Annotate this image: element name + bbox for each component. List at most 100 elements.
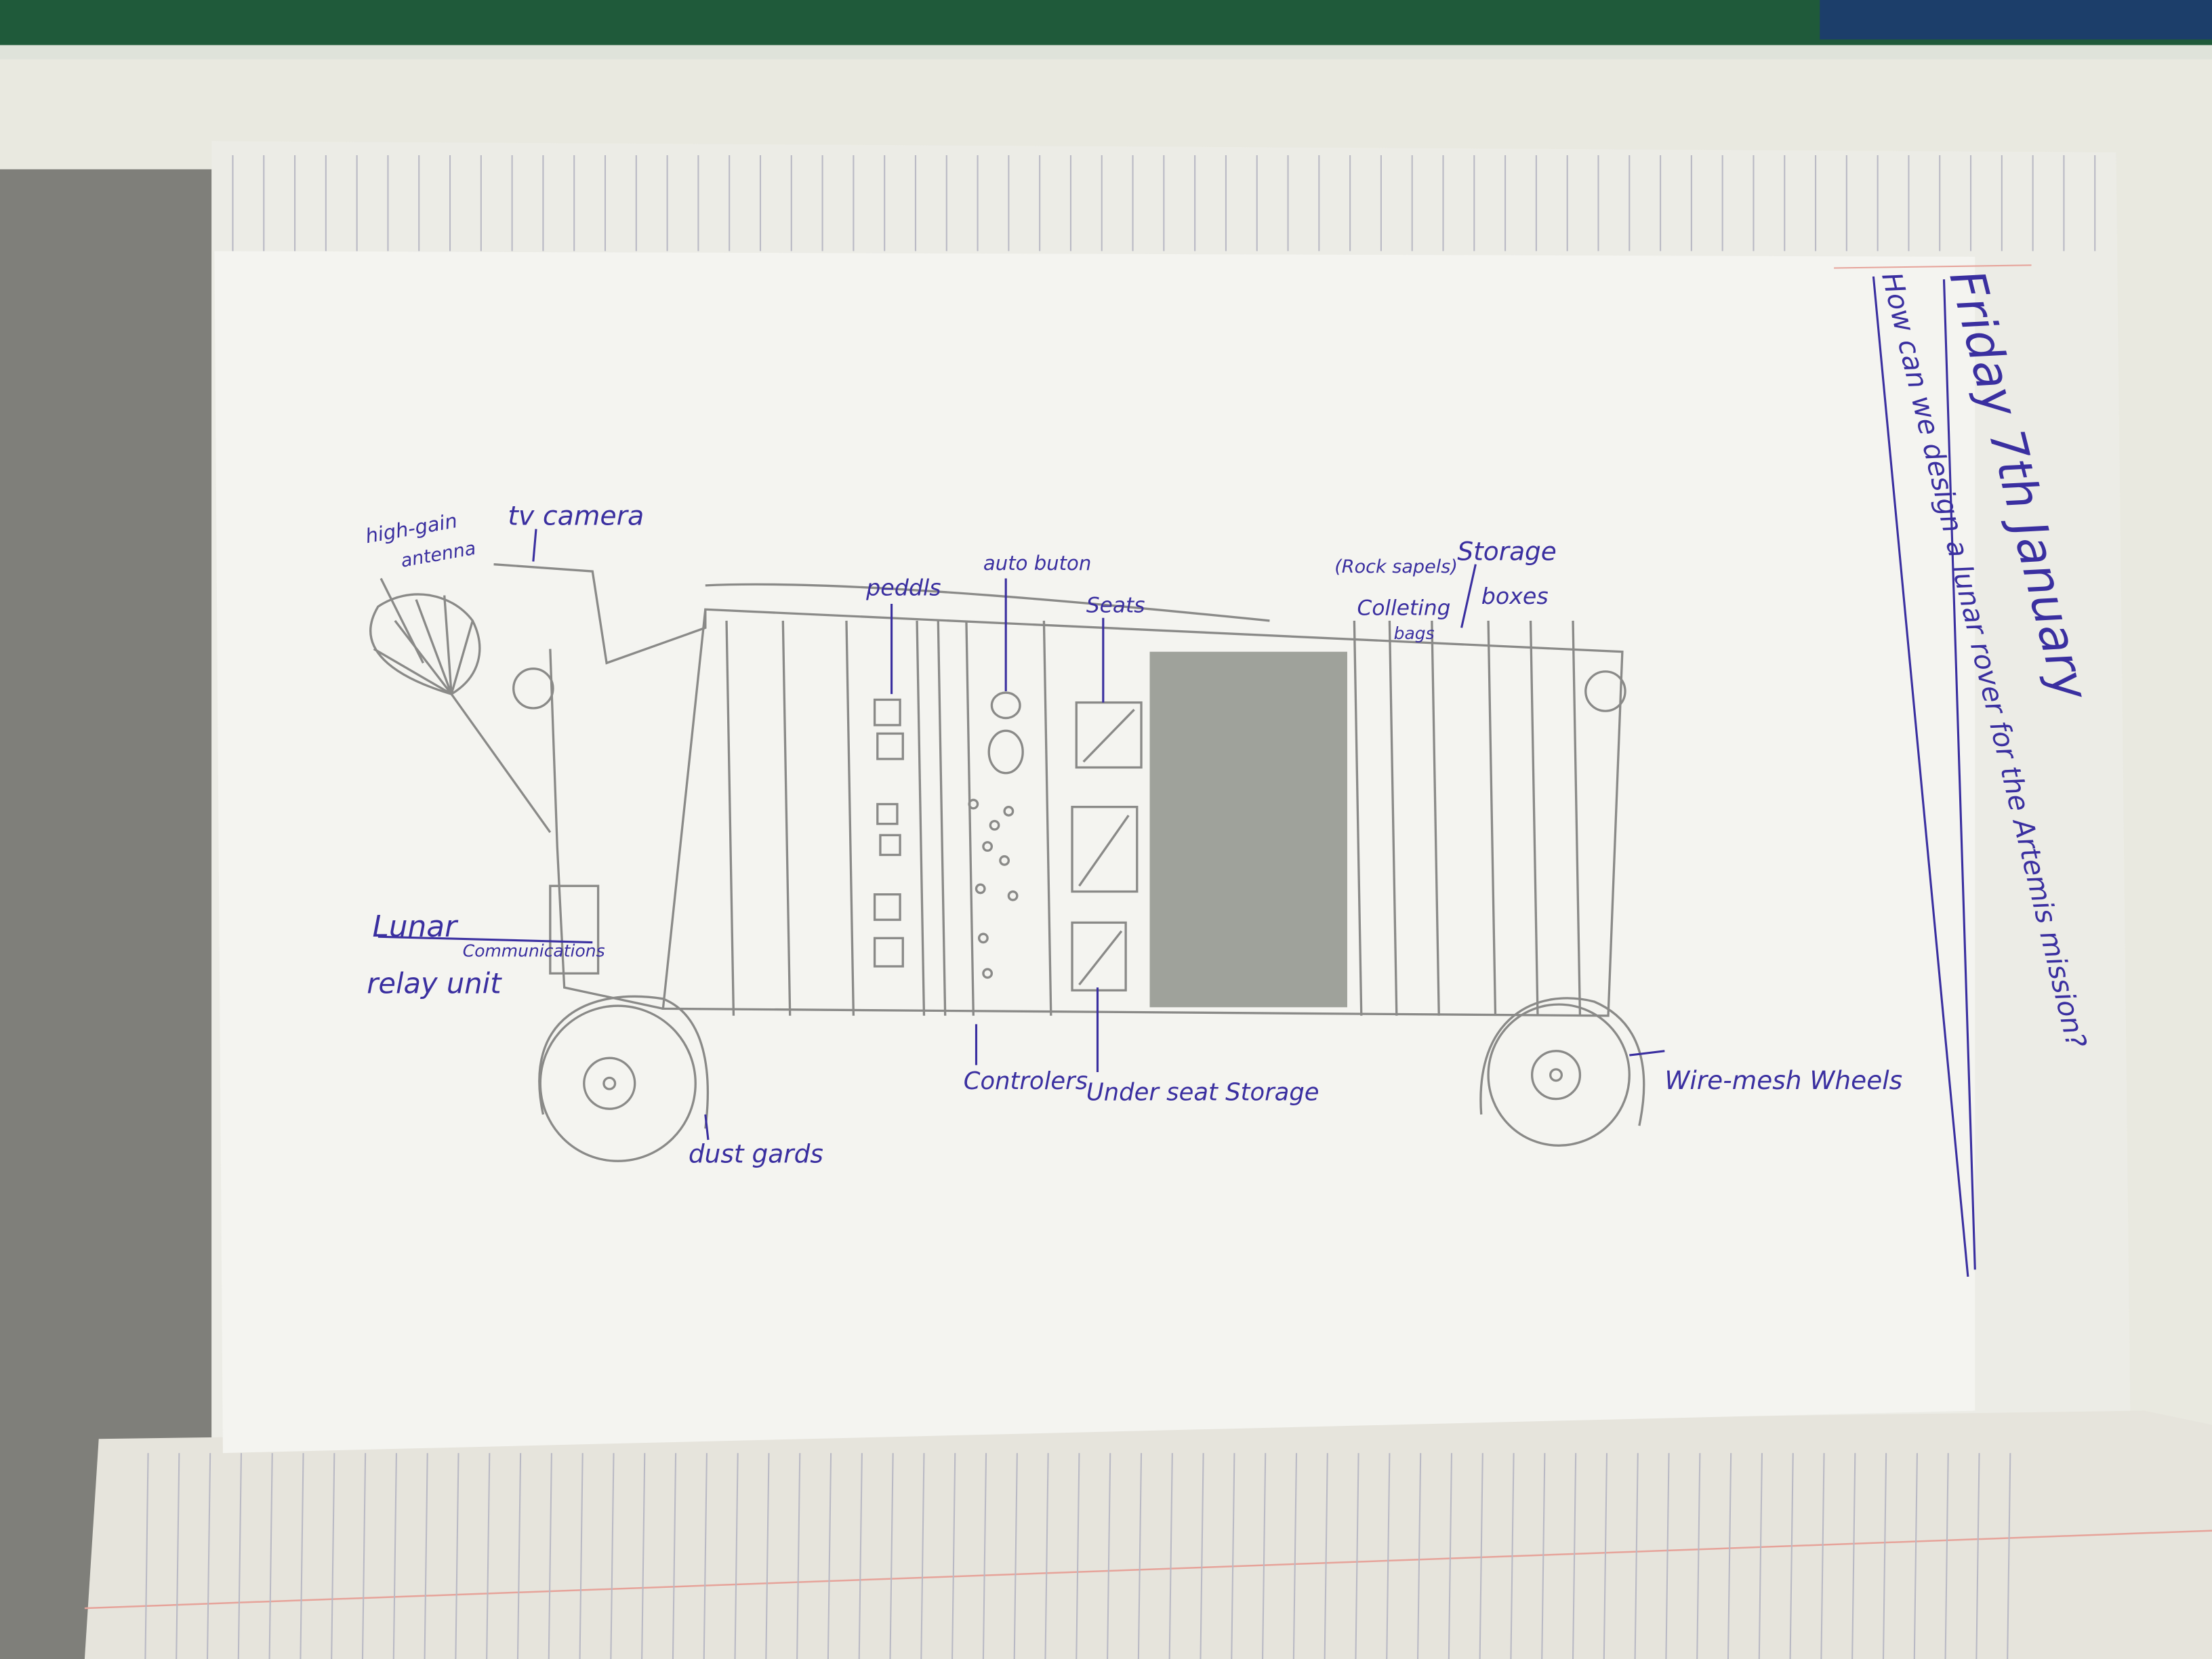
panel-line	[1042, 620, 1052, 1016]
label-bags: bags	[1394, 623, 1435, 643]
label-auto-button: auto buton	[983, 552, 1091, 575]
ruled-line	[237, 1453, 242, 1659]
ruled-line	[361, 1453, 367, 1659]
panel-line	[1388, 620, 1398, 1016]
label-communications: Communications	[463, 941, 605, 960]
ruled-line	[1386, 1453, 1391, 1659]
ruled-line	[300, 1453, 304, 1659]
label-tv-camera: tv camera	[508, 500, 644, 531]
ruled-line	[1820, 1453, 1825, 1659]
shaded-panel	[1149, 651, 1347, 1008]
ruled-line	[1292, 1453, 1298, 1659]
ruled-line	[734, 1453, 739, 1659]
ruled-line	[1789, 1453, 1794, 1659]
front-wheel	[538, 995, 709, 1162]
ruled-line	[951, 1453, 956, 1659]
panel-line	[937, 620, 947, 1016]
ruled-line	[1200, 1453, 1204, 1659]
ruled-line	[424, 1453, 428, 1659]
ruled-line	[1541, 1453, 1546, 1659]
ruled-line	[486, 1453, 491, 1659]
label-wheels: Wire-mesh Wheels	[1664, 1065, 1902, 1095]
leader-lines	[377, 529, 1665, 1141]
ruled-line	[455, 1453, 459, 1659]
label-boxes: boxes	[1481, 583, 1549, 609]
drawing-sheet	[214, 251, 1975, 1454]
ruled-line	[1479, 1453, 1483, 1659]
ruled-line	[1013, 1453, 1018, 1659]
panel-line	[725, 620, 735, 1016]
panel-line	[916, 620, 926, 1016]
antenna-dish	[369, 577, 552, 834]
panel-line	[1487, 620, 1497, 1016]
ruled-line	[1076, 1453, 1080, 1659]
ruled-line	[579, 1453, 583, 1659]
notebook-page-bottom	[84, 1410, 2212, 1659]
ruled-line	[1510, 1453, 1515, 1659]
ruled-line	[392, 1453, 397, 1659]
ruled-line	[982, 1453, 987, 1659]
seats	[1071, 701, 1143, 991]
ruled-line	[1417, 1453, 1422, 1659]
label-controllers: Controlers	[964, 1067, 1088, 1095]
label-rock-samples: (Rock sapels)	[1334, 556, 1458, 577]
label-under-seat-storage: Under seat Storage	[1086, 1079, 1319, 1107]
ruled-line	[703, 1453, 708, 1659]
panel-line	[1529, 620, 1539, 1016]
label-collecting: Colleting	[1357, 596, 1451, 621]
ruled-line	[2007, 1453, 2011, 1659]
ruled-line	[516, 1453, 522, 1659]
ruled-line	[1696, 1453, 1701, 1659]
ruled-line	[827, 1453, 832, 1659]
ruled-line	[1137, 1453, 1143, 1659]
panel-line	[1572, 620, 1582, 1016]
ruled-line	[176, 1453, 180, 1659]
ruled-line	[1758, 1453, 1763, 1659]
ruled-line	[889, 1453, 894, 1659]
ruled-line	[1603, 1453, 1608, 1659]
pedals	[873, 698, 904, 968]
ruled-line	[548, 1453, 552, 1659]
ruled-line	[1168, 1453, 1173, 1659]
ruled-line	[920, 1453, 925, 1659]
ruled-line	[1913, 1453, 1918, 1659]
ruled-line	[1572, 1453, 1577, 1659]
rover-drawing	[369, 562, 1645, 1162]
ruled-line	[1975, 1453, 1980, 1659]
ruled-line	[765, 1453, 770, 1659]
panel-line	[965, 620, 975, 1016]
buttons	[968, 691, 1024, 979]
ruled-line	[641, 1453, 646, 1659]
ruled-line	[1944, 1453, 1949, 1659]
ruled-line	[858, 1453, 863, 1659]
ruled-line	[206, 1453, 211, 1659]
ruled-line	[1665, 1453, 1670, 1659]
ruled-line	[331, 1453, 335, 1659]
ruled-line	[1448, 1453, 1453, 1659]
label-seats: Seats	[1086, 593, 1145, 617]
ruled-line	[1044, 1453, 1049, 1659]
ruled-line	[672, 1453, 677, 1659]
ruled-line	[1882, 1453, 1887, 1659]
ruled-line	[796, 1453, 801, 1659]
ruled-line	[1324, 1453, 1328, 1659]
ruled-line	[610, 1453, 615, 1659]
label-dust-guards: dust gards	[689, 1139, 823, 1168]
panel-line	[1353, 620, 1363, 1016]
label-lunar: Lunar	[373, 909, 459, 944]
panel-line	[1431, 620, 1440, 1016]
ruled-line	[1727, 1453, 1732, 1659]
ruled-line	[1262, 1453, 1267, 1659]
panel-line	[781, 620, 792, 1016]
ruled-line	[1355, 1453, 1359, 1659]
label-relay-unit: relay unit	[367, 966, 502, 1000]
label-pedals: peddls	[865, 574, 941, 600]
label-storage: Storage	[1457, 536, 1557, 566]
ruled-line	[1851, 1453, 1856, 1659]
labels: high-gain antenna tv camera peddls auto …	[364, 500, 1903, 1168]
panel-line	[845, 620, 855, 1016]
rear-wheel	[1479, 997, 1645, 1147]
ruled-line	[144, 1453, 149, 1659]
ruled-line	[1634, 1453, 1639, 1659]
